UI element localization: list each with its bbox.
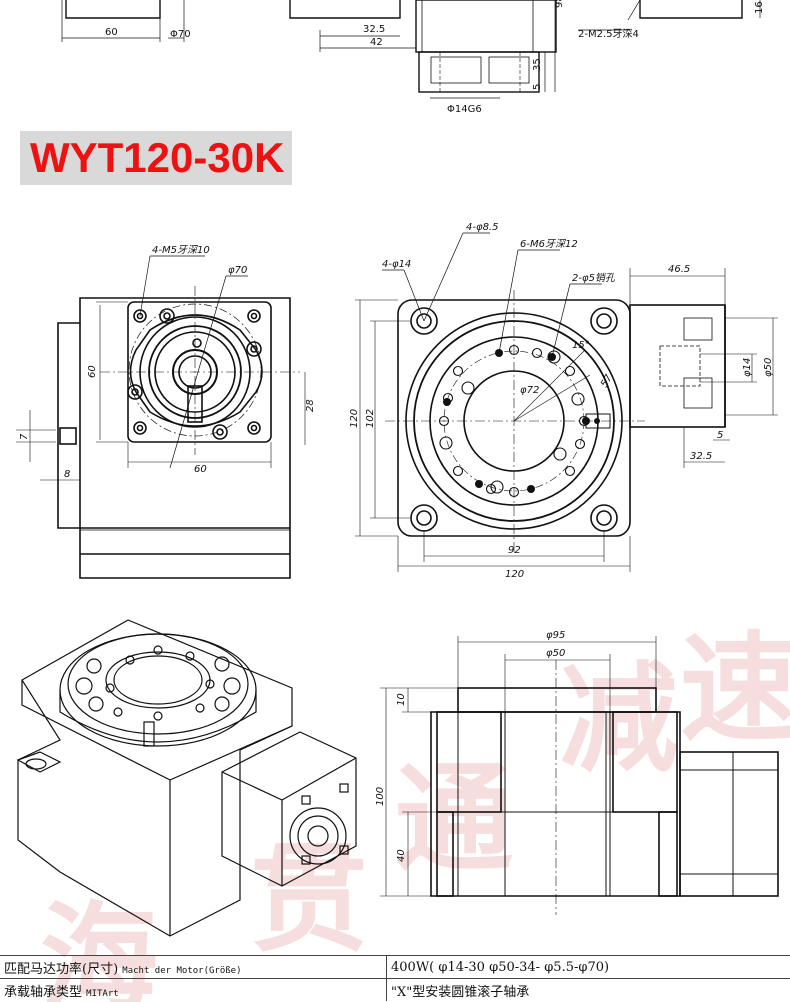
spec-table: 匹配马达功率(尺寸) Macht der Motor(Größe) 400W( … (0, 955, 790, 1001)
dim-60-horizontal: 60 (194, 464, 207, 475)
dim-102: 102 (365, 409, 376, 428)
dim-15deg: 15° (572, 340, 590, 351)
dim-60: 60 (105, 27, 118, 38)
dim-phi8-5: 4-φ8.5 (466, 222, 498, 233)
spec-sublabel: MITArt (86, 988, 119, 999)
dim-42: 42 (370, 37, 383, 48)
spec-label-cell: 匹配马达功率(尺寸) Macht der Motor(Größe) (0, 955, 387, 979)
dim-46-5: 46.5 (668, 264, 690, 275)
dim-phi14: 4-φ14 (382, 259, 411, 270)
dim-100: 100 (375, 787, 386, 806)
dim-phi70: φ70 (228, 265, 247, 276)
section-view-labels: φ95 φ50 10 100 40 (375, 630, 565, 862)
section-view (380, 636, 779, 915)
dim-m6-thread: 6-M6牙深12 (520, 238, 578, 250)
dim-120-vertical: 120 (349, 409, 360, 428)
spec-value: 400W( φ14-30 φ50-34- φ5.5-φ70) (386, 955, 790, 979)
isometric-view (16, 619, 357, 937)
dim-phi95: φ95 (546, 630, 565, 641)
dim-phi50: φ50 (546, 648, 565, 659)
front-view-labels: 4-M5牙深10 φ70 60 28 60 7 8 (19, 244, 316, 480)
dim-m5-thread: 4-M5牙深10 (152, 244, 210, 256)
plan-view-labels: 4-φ8.5 6-M6牙深12 4-φ14 2-φ5销孔 46.5 15° 57… (349, 222, 774, 580)
top-view-labels: 60 Φ70 32.5 42 98 35 5 Φ14G6 2-M2.5牙深4 1… (105, 0, 765, 115)
table-row: 匹配马达功率(尺寸) Macht der Motor(Größe) 400W( … (0, 955, 790, 979)
spec-label: 匹配马达功率(尺寸) (4, 961, 119, 977)
spec-sublabel: Macht der Motor(Größe) (122, 965, 242, 976)
dim-32-5: 32.5 (690, 451, 712, 462)
dim-28: 28 (305, 399, 316, 412)
dim-10: 10 (396, 693, 407, 706)
spec-label-cell: 承载轴承类型 MITArt (0, 978, 387, 1001)
dim-60-vertical: 60 (87, 365, 98, 378)
dim-8: 8 (64, 469, 70, 480)
model-title: WYT120-30K (30, 134, 285, 181)
dim-phi72: φ72 (520, 385, 539, 396)
dim-57: 57 (599, 372, 615, 389)
dim-92: 92 (508, 545, 521, 556)
dim-40: 40 (396, 849, 407, 862)
dim-16: 16 (754, 1, 765, 14)
spec-label: 承载轴承类型 (4, 984, 83, 1000)
dim-7: 7 (19, 433, 30, 440)
thread-note: 2-M2.5牙深4 (578, 28, 639, 40)
dim-phi14-shaft: φ14 (742, 358, 753, 377)
plan-view (355, 232, 778, 572)
dim-phi70: Φ70 (170, 29, 191, 40)
spec-value: "X"型安装圆锥滚子轴承 (386, 978, 790, 1001)
dim-phi14g6: Φ14G6 (447, 104, 482, 115)
dim-32-5: 32.5 (363, 24, 385, 35)
dim-98: 98 (554, 0, 565, 8)
front-view (16, 255, 306, 579)
dim-phi50: φ50 (763, 358, 774, 377)
dim-phi5-pin: 2-φ5销孔 (572, 272, 616, 284)
dim-5: 5 (532, 84, 543, 90)
top-views (61, 0, 761, 99)
title-background (20, 131, 292, 185)
watermark-char: 减 (560, 650, 678, 788)
watermark-char: 通 (395, 750, 513, 888)
watermark-char: 速 (680, 620, 790, 758)
dim-35: 35 (532, 58, 543, 71)
watermark-char: 贯 (250, 830, 368, 968)
table-row: 承载轴承类型 MITArt "X"型安装圆锥滚子轴承 (0, 978, 790, 1001)
dim-120-horizontal: 120 (505, 569, 524, 580)
dim-5: 5 (717, 430, 723, 441)
